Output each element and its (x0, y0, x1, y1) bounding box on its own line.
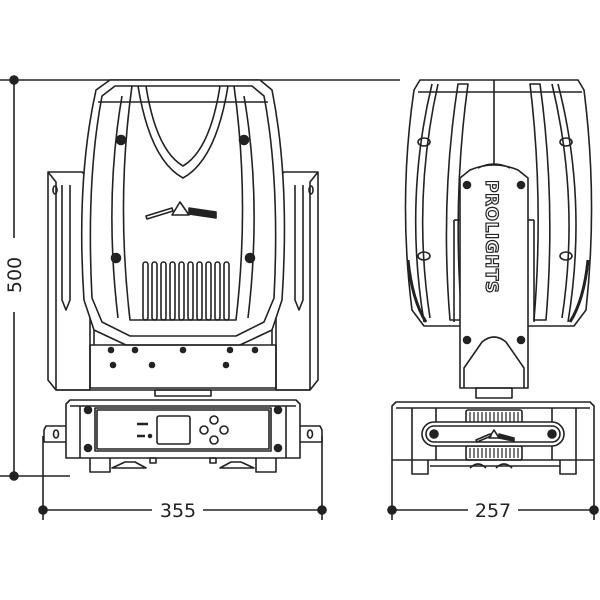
brand-logo: PROLIGHTS (481, 180, 501, 294)
front-width-label: 355 (160, 500, 196, 522)
display-screen (156, 415, 191, 445)
side-view (391, 79, 595, 475)
carry-handle (421, 421, 565, 447)
height-label: 500 (4, 257, 26, 293)
left-button (199, 425, 209, 435)
front-base (43, 399, 323, 473)
prism-logo-icon (475, 429, 515, 443)
front-width-dimension (38, 436, 327, 520)
front-view (43, 79, 323, 473)
side-width-label: 257 (475, 500, 511, 522)
side-base (391, 401, 595, 475)
down-button (209, 435, 219, 445)
side-width-dimension (387, 460, 599, 520)
vent-grille (142, 261, 230, 321)
up-button (209, 415, 219, 425)
right-button (219, 425, 229, 435)
prism-logo-icon (145, 201, 217, 220)
